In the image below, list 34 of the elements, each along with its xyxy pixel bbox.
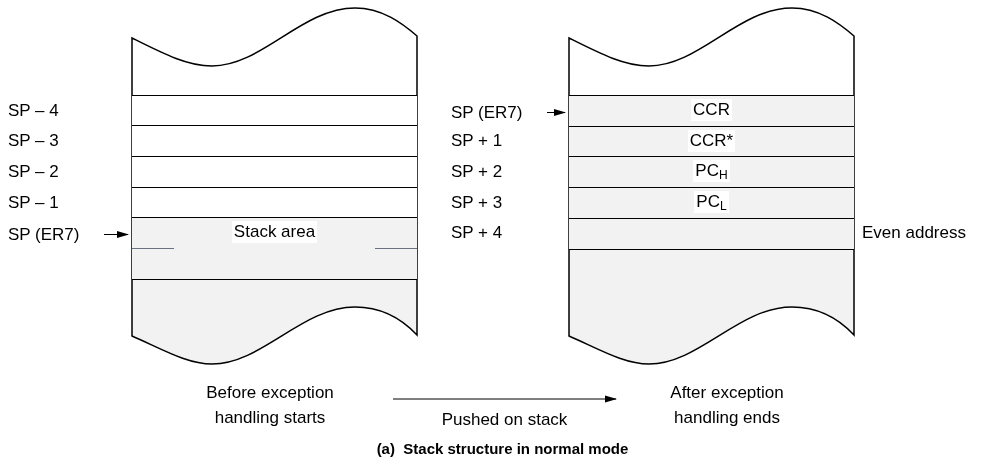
stack-cell — [569, 126, 854, 158]
address-label: SP – 1 — [8, 192, 59, 214]
cell-label: PC$_{L}$ — [694, 191, 729, 214]
address-label: SP + 3 — [451, 192, 503, 214]
stack-cell — [132, 95, 417, 127]
caption: (a) Stack structure in normal mode — [375, 439, 630, 459]
stack-cell — [132, 156, 417, 189]
text-label: After exception handling ends — [652, 380, 802, 430]
cell-label: Stack area — [231, 221, 318, 244]
address-label: SP + 2 — [451, 161, 503, 183]
stack-cell — [569, 156, 854, 189]
address-label: SP – 2 — [8, 161, 59, 183]
stack-cell — [569, 187, 854, 220]
address-label: SP – 3 — [8, 130, 59, 152]
text-label: SP (ER7) — [8, 222, 100, 247]
stack-cell — [569, 218, 854, 250]
address-label: SP + 1 — [451, 130, 503, 152]
cell-label: CCR* — [687, 130, 736, 153]
address-label: Even address — [862, 222, 966, 244]
cell-label: PC$_{H}$ — [693, 160, 730, 183]
stack-cell — [132, 125, 417, 158]
text-label: SP (ER7) — [451, 100, 543, 125]
memory-stack — [132, 8, 417, 364]
memory-stack — [569, 8, 854, 364]
stack-cell — [132, 187, 417, 219]
address-label: SP + 4 — [451, 222, 503, 244]
text-label: Before exception handling starts — [195, 380, 345, 430]
cell-label: CCR — [691, 99, 732, 122]
arrow — [392, 395, 617, 403]
arrow — [103, 231, 129, 238]
address-label: SP – 4 — [8, 100, 59, 122]
arrow — [546, 109, 566, 116]
stack-cell — [132, 217, 417, 280]
stack-cell — [569, 95, 854, 128]
